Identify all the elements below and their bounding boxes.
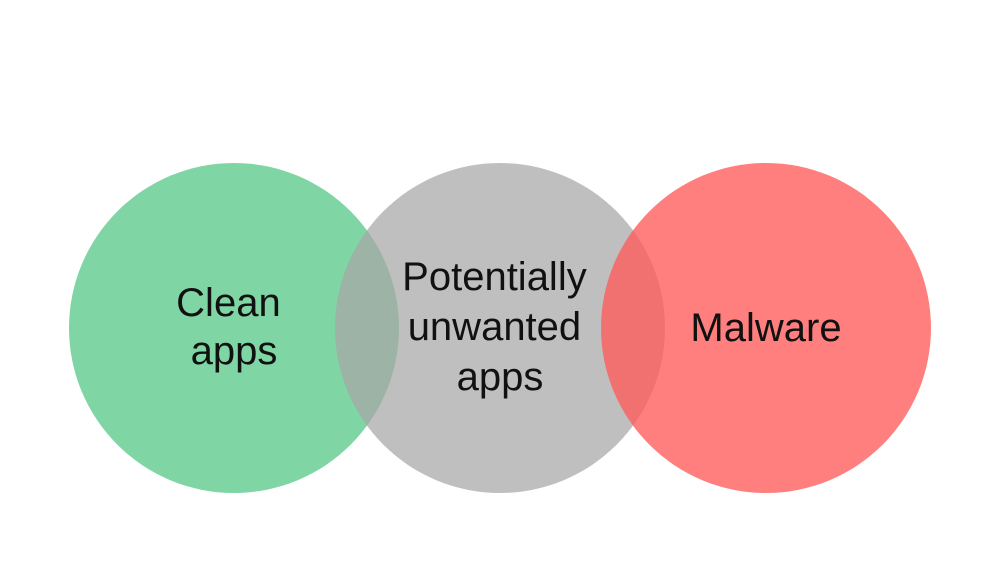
pua-label-line-2: unwanted <box>408 305 581 349</box>
clean-apps-label-line-2: apps <box>191 329 278 373</box>
pua-label-line-3: apps <box>457 355 544 399</box>
potentially-unwanted-apps-circle <box>335 163 665 493</box>
clean-apps-circle <box>69 163 399 493</box>
clean-apps-label-line-1: Clean <box>176 281 281 325</box>
malware-circle <box>601 163 931 493</box>
pua-label-line-1: Potentially <box>402 255 587 299</box>
clean-apps-label: Clean apps <box>176 281 292 373</box>
malware-label: Malware <box>690 306 841 350</box>
malware-label-line-1: Malware <box>690 306 841 350</box>
potentially-unwanted-apps-label: Potentially unwanted apps <box>402 255 598 399</box>
